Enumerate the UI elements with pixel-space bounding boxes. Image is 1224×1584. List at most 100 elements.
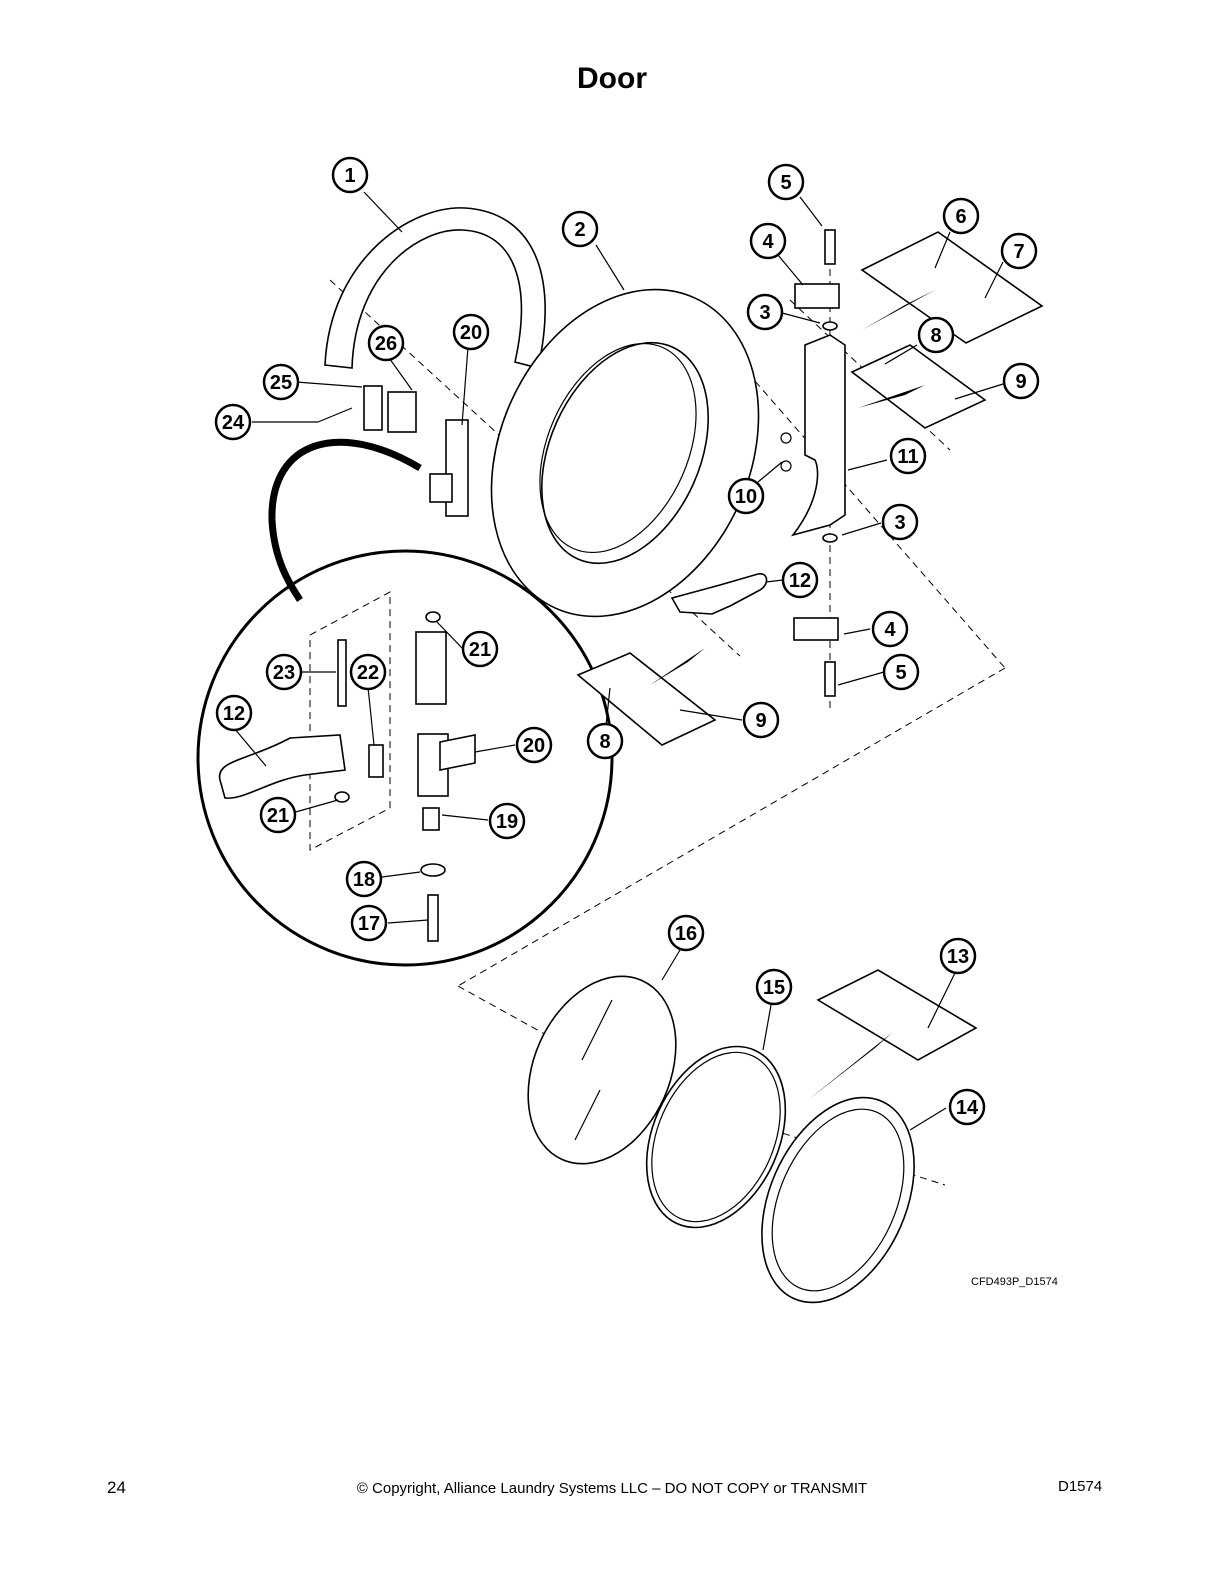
callout-circle	[881, 503, 919, 541]
door-gasket-part	[324, 207, 546, 369]
callout-4: 4	[749, 222, 787, 260]
callout-19: 19	[488, 802, 526, 840]
callout-21: 21	[259, 796, 297, 834]
callout-circle	[942, 197, 980, 235]
callout-12: 12	[215, 694, 253, 732]
callout-number: 7	[1013, 241, 1024, 263]
callout-circle	[781, 561, 819, 599]
callout-number: 22	[357, 662, 379, 684]
callout-20: 20	[452, 313, 490, 351]
callout-1: 1	[331, 156, 369, 194]
callout-number: 14	[956, 1097, 979, 1119]
callout-circle	[367, 324, 405, 362]
glass-retainer-part	[761, 1096, 915, 1304]
footer-document-id: D1574	[1058, 1478, 1103, 1495]
detail-inset	[196, 549, 614, 967]
hinge-block-part	[793, 283, 840, 641]
callout-number: 2	[574, 219, 585, 241]
callout-circle	[749, 222, 787, 260]
callout-13: 13	[939, 937, 977, 975]
callout-2: 2	[561, 210, 599, 248]
callout-circle	[350, 904, 388, 942]
callout-circle	[452, 313, 490, 351]
callout-circle	[755, 968, 793, 1006]
door-ring-part	[490, 288, 760, 618]
callout-number: 13	[947, 946, 969, 968]
callout-number: 24	[222, 412, 245, 434]
callout-5: 5	[767, 163, 805, 201]
callout-number: 26	[375, 333, 397, 355]
callout-5: 5	[882, 653, 920, 691]
callout-circle	[345, 860, 383, 898]
callout-number: 10	[735, 486, 757, 508]
callout-15: 15	[755, 968, 793, 1006]
callout-circle	[667, 914, 705, 952]
callout-number: 6	[955, 206, 966, 228]
callout-number: 17	[358, 913, 380, 935]
detail-connector	[268, 438, 422, 602]
callout-circle	[1000, 232, 1038, 270]
callout-number: 9	[755, 710, 766, 732]
callout-9: 9	[742, 701, 780, 739]
callout-number: 15	[763, 977, 785, 999]
callout-number: 18	[353, 869, 375, 891]
callout-number: 1	[344, 165, 355, 187]
callout-10: 10	[727, 477, 765, 515]
callout-number: 4	[762, 231, 774, 253]
lock-parts	[317, 385, 469, 517]
callout-22: 22	[349, 653, 387, 691]
callout-circle	[214, 403, 252, 441]
callout-number: 5	[895, 662, 906, 684]
hinge-bolt-part	[822, 229, 838, 697]
callout-circle	[461, 630, 499, 668]
callout-25: 25	[262, 363, 300, 401]
callout-circle	[488, 802, 526, 840]
callout-circle	[561, 210, 599, 248]
callout-16: 16	[667, 914, 705, 952]
footer-page-number: 24	[107, 1478, 126, 1497]
callout-23: 23	[265, 653, 303, 691]
page-title: Door	[577, 62, 647, 95]
callout-9: 9	[1002, 362, 1040, 400]
callout-circle	[215, 694, 253, 732]
hinge-bracket-part	[780, 334, 846, 537]
callout-8: 8	[586, 722, 624, 760]
callout-number: 21	[267, 805, 289, 827]
callout-circle	[767, 163, 805, 201]
hardware-plates	[576, 231, 1044, 1100]
callout-7: 7	[1000, 232, 1038, 270]
glass-seal-part	[645, 1045, 787, 1229]
callout-number: 8	[930, 325, 941, 347]
callout-circle	[889, 437, 927, 475]
callout-number: 8	[599, 731, 610, 753]
callout-20: 20	[515, 726, 553, 764]
callout-number: 16	[675, 923, 697, 945]
callout-6: 6	[942, 197, 980, 235]
callout-26: 26	[367, 324, 405, 362]
callout-circle	[742, 701, 780, 739]
callout-number: 23	[273, 662, 295, 684]
callout-18: 18	[345, 860, 383, 898]
callout-12: 12	[781, 561, 819, 599]
callout-24: 24	[214, 403, 252, 441]
callout-11: 11	[889, 437, 927, 475]
callout-number: 19	[496, 811, 518, 833]
callout-number: 3	[894, 512, 905, 534]
callout-circle	[917, 316, 955, 354]
callout-number: 9	[1015, 371, 1026, 393]
callout-number: 25	[270, 372, 292, 394]
callout-21: 21	[461, 630, 499, 668]
callout-number: 11	[897, 446, 918, 468]
callout-number: 20	[523, 735, 545, 757]
callout-circle	[939, 937, 977, 975]
callout-circle	[331, 156, 369, 194]
callout-circle	[515, 726, 553, 764]
callout-4: 4	[871, 610, 909, 648]
footer-copyright: © Copyright, Alliance Laundry Systems LL…	[356, 1480, 868, 1497]
callout-number: 12	[789, 570, 811, 592]
callout-3: 3	[746, 293, 784, 331]
callout-14: 14	[948, 1088, 986, 1126]
callout-circle	[1002, 362, 1040, 400]
callout-circle	[948, 1088, 986, 1126]
